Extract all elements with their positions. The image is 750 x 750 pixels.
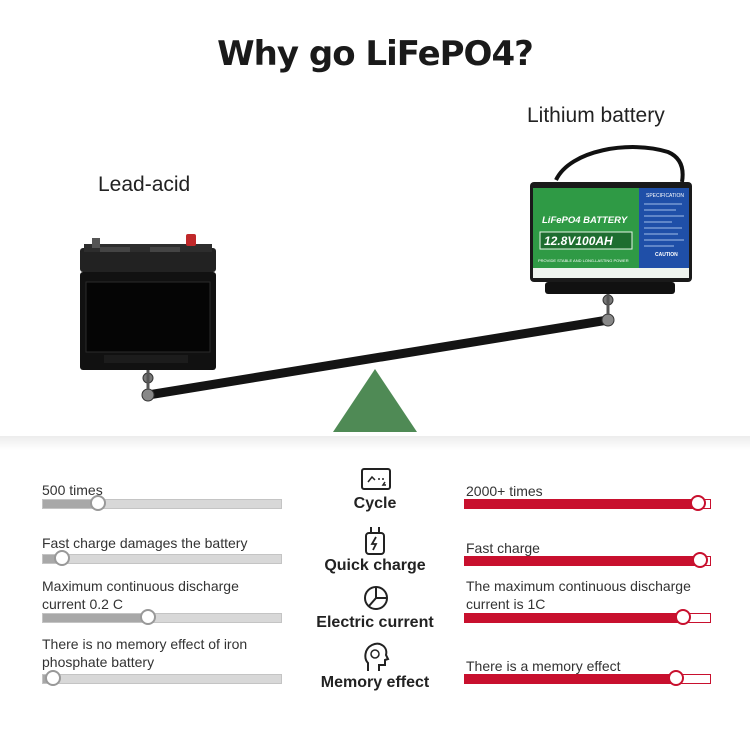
lead-acid-row-text: Fast charge damages the battery	[42, 535, 248, 551]
battery-slogan-text: PROVIDE STABLE AND LONG-LASTING POWER	[538, 258, 629, 263]
lithium-level-bar	[464, 495, 711, 511]
battery-brand-text: LiFePO4 BATTERY	[542, 215, 629, 226]
cycle-label: Cycle	[353, 495, 397, 512]
lithium-battery-label: Lithium battery	[527, 104, 665, 127]
lithium-level-knob	[667, 670, 684, 686]
battery-spec-header: SPECIFICATION	[646, 193, 684, 199]
lead-acid-level-bar	[42, 495, 282, 511]
cycle-icon	[361, 468, 391, 490]
right-connector	[601, 292, 615, 327]
lithium-row-text: Fast charge	[466, 540, 540, 556]
ground-shadow	[0, 436, 750, 450]
lead-acid-level-knob	[89, 495, 106, 511]
electric-current-label: Electric current	[316, 614, 434, 631]
lead-acid-level-knob	[54, 550, 71, 566]
lithium-level-knob	[692, 552, 709, 568]
lead-acid-level-bar	[42, 609, 282, 625]
balance-scale-illustration: LiFePO4 BATTERY 12.8V100AH PROVIDE STABL…	[80, 145, 692, 432]
quick-charge-label: Quick charge	[324, 557, 426, 574]
battery-rating-text: 12.8V100AH	[544, 234, 613, 248]
quick-charge-icon	[365, 527, 385, 555]
lead-acid-level-knob	[139, 609, 156, 625]
lead-acid-battery	[80, 234, 216, 370]
lead-acid-row-text: Maximum continuous discharge current 0.2…	[42, 578, 239, 612]
lithium-row-text: There is a memory effect	[466, 658, 621, 674]
fulcrum-triangle	[333, 369, 417, 432]
lithium-level-bar	[464, 670, 711, 686]
lithium-level-fill	[465, 675, 676, 683]
lithium-row-text: 2000+ times	[466, 483, 543, 499]
electric-current-icon	[364, 586, 388, 610]
left-connector	[141, 370, 155, 402]
lead-acid-row-text: 500 times	[42, 482, 103, 498]
page-title: Why go LiFePO4?	[217, 34, 534, 74]
lead-acid-level-fill	[43, 555, 63, 563]
lead-acid-level-bar	[42, 670, 282, 686]
lithium-level-knob	[689, 495, 706, 511]
lithium-row-text: The maximum continuous discharge current…	[466, 578, 691, 612]
lead-acid-level-bar	[42, 550, 282, 566]
lithium-level-knob	[675, 609, 692, 625]
lithium-level-fill	[465, 500, 698, 508]
lead-acid-level-fill	[43, 500, 98, 508]
lead-acid-level-fill	[43, 614, 148, 622]
battery-caution-text: CAUTION	[655, 252, 678, 258]
memory-effect-label: Memory effect	[320, 674, 430, 691]
lithium-level-fill	[465, 614, 684, 622]
lead-acid-row-text: There is no memory effect of iron phosph…	[42, 636, 248, 670]
lithium-level-bar	[464, 552, 711, 568]
lithium-battery: LiFePO4 BATTERY 12.8V100AH PROVIDE STABL…	[530, 145, 692, 294]
lead-acid-level-knob	[44, 670, 61, 686]
lithium-level-fill	[465, 557, 701, 565]
lead-acid-label: Lead-acid	[98, 173, 191, 196]
memory-effect-icon	[364, 642, 390, 671]
balance-beam	[143, 315, 613, 400]
lithium-level-bar	[464, 609, 711, 625]
